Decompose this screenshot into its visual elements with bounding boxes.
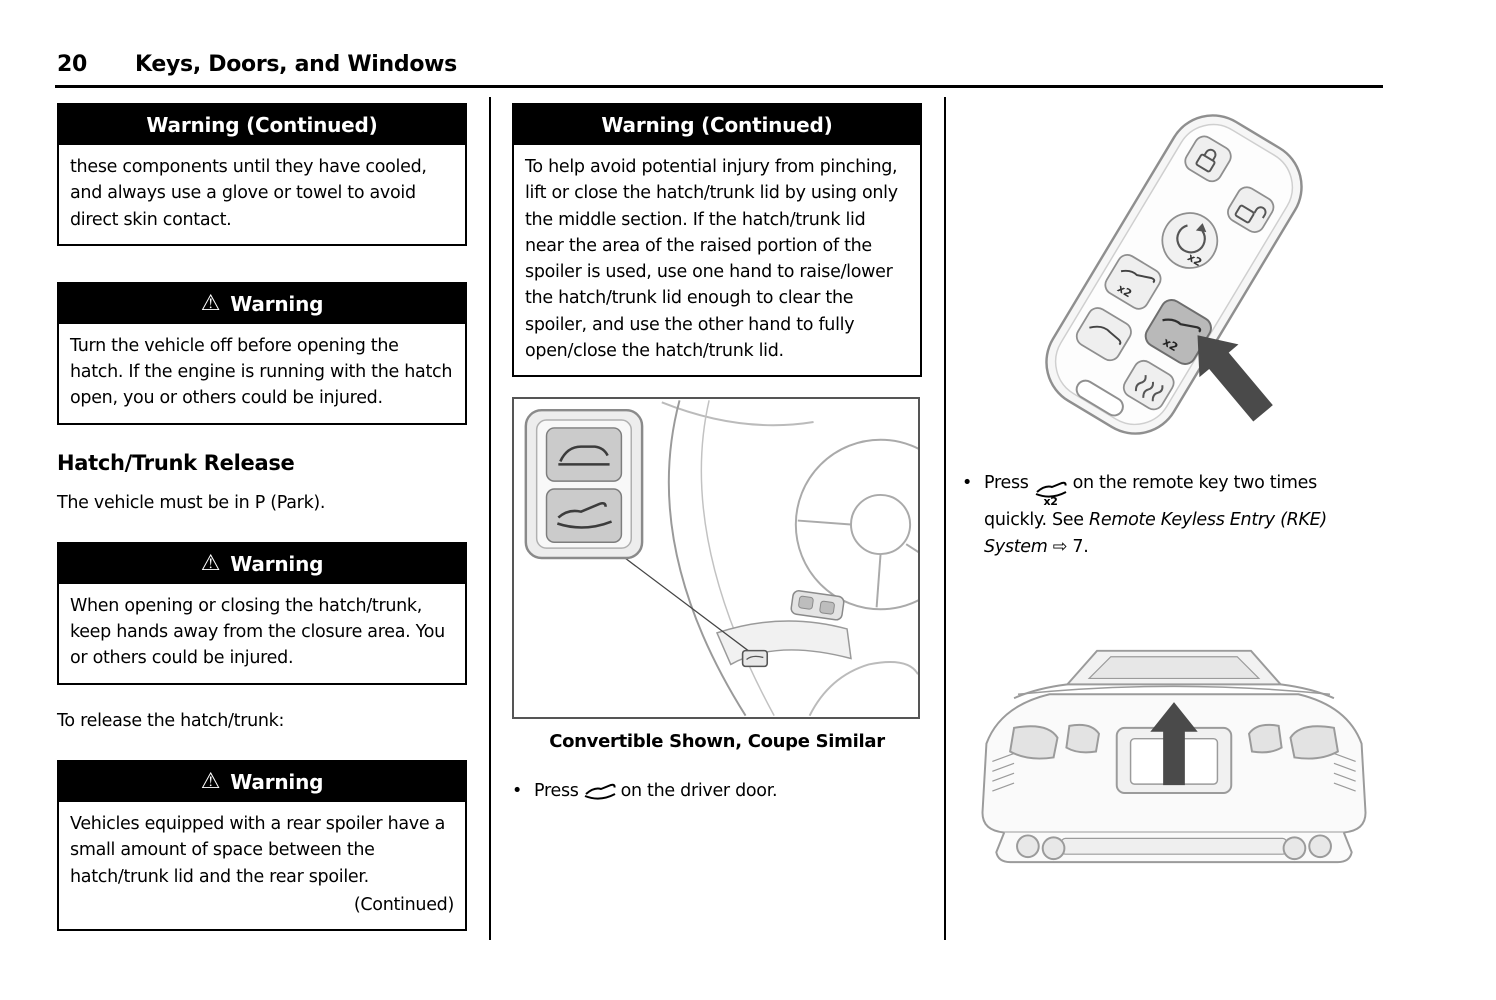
fob-x2-label: x2 xyxy=(1185,251,1204,270)
key-fob-figure: x2 x2 x2 xyxy=(974,100,1374,448)
warning-triangle-icon: ⚠ xyxy=(200,769,221,794)
switch-inset-callout xyxy=(524,408,644,560)
bullet-text-post: on the driver door. xyxy=(620,781,778,801)
page-number: 20 xyxy=(57,52,88,77)
warning-box-continued: Warning (Continued) these components unt… xyxy=(57,103,467,246)
reference-title: Remote Keyless Entry (RKE) System xyxy=(984,510,1327,558)
rear-view-figure xyxy=(964,637,1384,869)
taillight-left-outer xyxy=(1009,725,1059,760)
x2-label: x2 xyxy=(1043,495,1058,508)
warning-box-header: ⚠ Warning xyxy=(59,283,465,324)
page-title: Keys, Doors, and Windows xyxy=(135,52,457,77)
top-release-button xyxy=(545,427,623,482)
steering-wheel xyxy=(794,438,918,611)
window-switches xyxy=(790,590,845,621)
warning-box-closure: ⚠ Warning When opening or closing the ha… xyxy=(57,541,467,685)
page-header: 20 Keys, Doors, and Windows xyxy=(57,52,457,77)
warning-body: To help avoid potential injury from pinc… xyxy=(525,157,898,361)
door-hatch-switch xyxy=(741,649,769,668)
exhaust-tip xyxy=(1308,834,1332,859)
bullet-text-mid: on the remote key two times quickly. See xyxy=(984,473,1317,530)
warning-box-engine: ⚠ Warning Turn the vehicle off before op… xyxy=(57,281,467,425)
warning-title: Warning (Continued) xyxy=(601,113,833,137)
warning-body: When opening or closing the hatch/trunk,… xyxy=(70,595,445,669)
dashboard-line xyxy=(661,401,814,427)
warning-body: Vehicles equipped with a rear spoiler ha… xyxy=(59,802,465,929)
key-fob-illustration: x2 x2 x2 xyxy=(1045,114,1303,435)
exhaust-tip xyxy=(1041,836,1066,861)
warning-box-pinch: Warning (Continued) To help avoid potent… xyxy=(512,103,922,377)
hatch-button-left: x2 xyxy=(1104,254,1162,310)
column-divider xyxy=(489,97,491,940)
unlock-button xyxy=(1227,186,1275,233)
column-middle: Warning (Continued) To help avoid potent… xyxy=(512,100,922,805)
taillight-left-inner xyxy=(1065,724,1101,754)
bullet-marker: • xyxy=(512,781,523,801)
keyring-slot xyxy=(1075,379,1124,417)
callout-leader-line xyxy=(622,555,754,656)
paragraph-park: The vehicle must be in P (Park). xyxy=(57,492,326,513)
hatch-release-x2-icon: x2 xyxy=(1034,481,1068,507)
bullet-marker: • xyxy=(962,473,973,493)
warning-triangle-icon: ⚠ xyxy=(200,290,221,316)
column-right: x2 x2 x2 xyxy=(962,100,1386,869)
warning-title: Warning (Continued) xyxy=(146,113,378,137)
remote-start-button: x2 xyxy=(1161,212,1219,270)
bottom-release-button xyxy=(545,488,623,543)
heat-button xyxy=(1122,359,1175,411)
bullet-text-pre: Press xyxy=(984,473,1029,493)
bullet-text-pre: Press xyxy=(534,781,579,801)
rear-view-illustration xyxy=(981,650,1367,864)
bullet-text: Press on the driver door. xyxy=(534,778,922,805)
fob-x2-label: x2 xyxy=(1115,282,1134,301)
continued-note: (Continued) xyxy=(353,894,454,915)
section-heading-hatch-trunk-release: Hatch/Trunk Release xyxy=(57,450,295,475)
warning-box-header: ⚠ Warning xyxy=(59,543,465,584)
warning-body: these components until they have cooled,… xyxy=(70,157,427,230)
taillight-right-inner xyxy=(1247,724,1283,754)
exhaust-tip xyxy=(1016,834,1040,859)
warning-box-spoiler: ⚠ Warning Vehicles equipped with a rear … xyxy=(57,760,467,931)
warning-title: Warning xyxy=(230,551,324,576)
warning-triangle-icon: ⚠ xyxy=(200,550,221,576)
warning-body: Turn the vehicle off before opening the … xyxy=(70,335,453,409)
interior-figure xyxy=(512,397,920,719)
header-rule xyxy=(55,85,1383,88)
column-left: Warning (Continued) these components unt… xyxy=(57,100,467,931)
warning-box-header: Warning (Continued) xyxy=(514,105,920,145)
lock-button xyxy=(1184,135,1232,183)
exhaust-tip xyxy=(1282,836,1307,861)
seat-line xyxy=(808,661,918,717)
pointer-arrow xyxy=(1197,335,1273,422)
warning-body-text: Vehicles equipped with a rear spoiler ha… xyxy=(70,814,445,887)
paragraph-release: To release the hatch/trunk: xyxy=(57,710,285,731)
interior-illustration xyxy=(524,400,918,717)
figure-caption: Convertible Shown, Coupe Similar xyxy=(549,731,885,752)
taillight-right-outer xyxy=(1289,725,1339,760)
diffuser xyxy=(1060,838,1288,856)
door-edge xyxy=(667,400,747,717)
warning-title: Warning xyxy=(230,770,324,794)
reference-page: ⇨ 7. xyxy=(1052,537,1089,558)
lift-arrow xyxy=(1150,702,1198,786)
side-vents xyxy=(992,753,1356,792)
warning-box-header: ⚠ Warning xyxy=(59,762,465,802)
column-divider xyxy=(944,97,946,940)
hatch-button-lower xyxy=(1075,307,1132,362)
warning-box-header: Warning (Continued) xyxy=(59,105,465,145)
warning-title: Warning xyxy=(230,291,324,316)
door-trim-line xyxy=(700,400,775,717)
bullet-driver-door: • Press on the driver door. xyxy=(512,778,922,805)
hatch-release-icon xyxy=(584,783,616,800)
